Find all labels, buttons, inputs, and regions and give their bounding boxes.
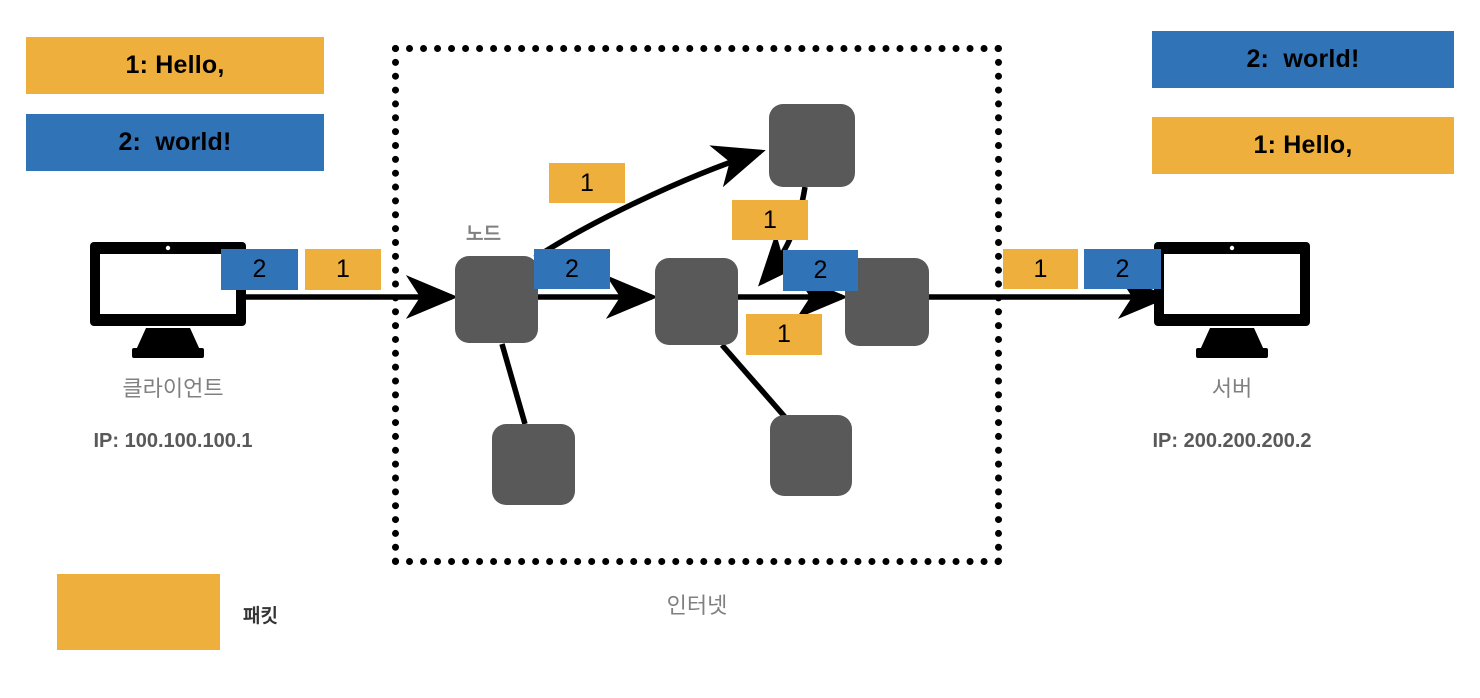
node-label: 노드 <box>466 219 501 246</box>
internet-label: 인터넷 <box>617 588 777 620</box>
right-message-2-text: 1: Hello, <box>1253 131 1353 159</box>
left-message-2: 2: world! <box>26 114 324 171</box>
server-label: 서버 <box>1157 371 1307 403</box>
server-packet-2: 2 <box>1084 249 1161 289</box>
network-packet-middle-to-exit-upper-text: 2 <box>813 256 828 284</box>
node-label-text: 노드 <box>466 224 501 245</box>
client-packet-1-text: 1 <box>336 255 350 283</box>
client-packet-2: 2 <box>221 249 298 290</box>
left-message-2-text: 2: world! <box>118 128 232 156</box>
server-packet-1: 1 <box>1003 249 1078 289</box>
server-ip: IP: 200.200.200.2 <box>1137 430 1327 453</box>
network-packet-top-to-middle-text: 1 <box>763 205 777 234</box>
internet-label-text: 인터넷 <box>666 593 728 618</box>
network-packet-top-to-middle: 1 <box>732 200 808 240</box>
left-message-1: 1: Hello, <box>26 37 324 94</box>
legend-swatch <box>57 574 220 650</box>
network-packet-middle-to-exit-lower: 1 <box>746 314 822 355</box>
legend-label: 패킷 <box>243 601 278 628</box>
network-packet-entry-to-top-text: 1 <box>580 168 594 197</box>
network-packet-middle-to-exit-lower-text: 1 <box>777 320 791 348</box>
client-ip: IP: 100.100.100.1 <box>78 430 268 453</box>
client-monitor-icon <box>90 242 246 358</box>
server-ip-text: IP: 200.200.200.2 <box>1152 430 1312 452</box>
node-exit <box>845 258 929 346</box>
node-lower-right <box>770 415 852 496</box>
left-message-1-text: 1: Hello, <box>125 51 225 79</box>
node-entry <box>455 256 538 343</box>
client-ip-text: IP: 100.100.100.1 <box>93 430 253 452</box>
right-message-1-text: 2: world! <box>1246 45 1360 73</box>
server-monitor-icon <box>1154 242 1310 358</box>
server-packet-1-text: 1 <box>1033 254 1048 283</box>
legend-label-text: 패킷 <box>243 606 278 627</box>
client-label-text: 클라이언트 <box>122 376 224 401</box>
client-label: 클라이언트 <box>98 371 248 403</box>
node-middle <box>655 258 738 345</box>
right-message-2: 1: Hello, <box>1152 117 1454 174</box>
network-packet-entry-to-middle-text: 2 <box>565 254 579 283</box>
node-top <box>769 104 855 187</box>
client-packet-1: 1 <box>305 249 381 290</box>
network-packet-entry-to-middle: 2 <box>534 249 610 289</box>
right-message-1: 2: world! <box>1152 31 1454 88</box>
node-lower-left <box>492 424 575 505</box>
network-packet-entry-to-top: 1 <box>549 163 625 203</box>
client-packet-2-text: 2 <box>252 255 267 283</box>
network-packet-middle-to-exit-upper: 2 <box>783 250 858 291</box>
server-label-text: 서버 <box>1211 376 1253 401</box>
server-packet-2-text: 2 <box>1115 254 1130 283</box>
internet-boundary <box>392 45 1002 565</box>
